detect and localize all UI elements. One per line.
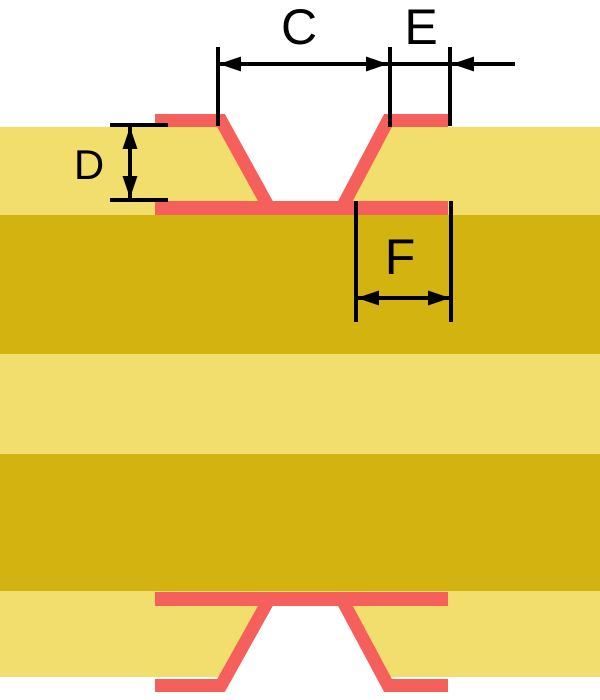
bottom-notch-top-plating-bar (155, 592, 448, 606)
bottom-notch (155, 592, 448, 692)
substrate-band-light-middle (0, 354, 600, 454)
dim-f-label: F (385, 229, 416, 285)
bottom-notch-right-plating (336, 596, 448, 692)
dimension-d: D (74, 123, 168, 202)
dim-d-arrowhead-down (122, 176, 138, 198)
top-notch-opening (221, 108, 388, 207)
dim-e-arrowhead (452, 56, 474, 72)
substrate-band-dark-upper (0, 215, 600, 354)
dim-f-arrowhead-right (428, 290, 450, 306)
dim-e-label: E (404, 0, 437, 55)
dim-c-arrowhead-right (366, 56, 388, 72)
bottom-notch-left-plating (155, 596, 275, 692)
top-notch-left-plating (155, 114, 275, 211)
top-notch-bottom-plating-bar (155, 201, 448, 215)
dim-c-label: C (281, 0, 317, 55)
substrate-band-dark-lower (0, 454, 600, 591)
dimension-e: E (404, 0, 474, 126)
dim-f-arrowhead-left (357, 290, 379, 306)
dim-c-arrowhead-left (219, 56, 241, 72)
dim-d-arrowhead-up (122, 127, 138, 149)
dimension-f: F (354, 201, 453, 322)
dim-d-label: D (74, 141, 104, 188)
